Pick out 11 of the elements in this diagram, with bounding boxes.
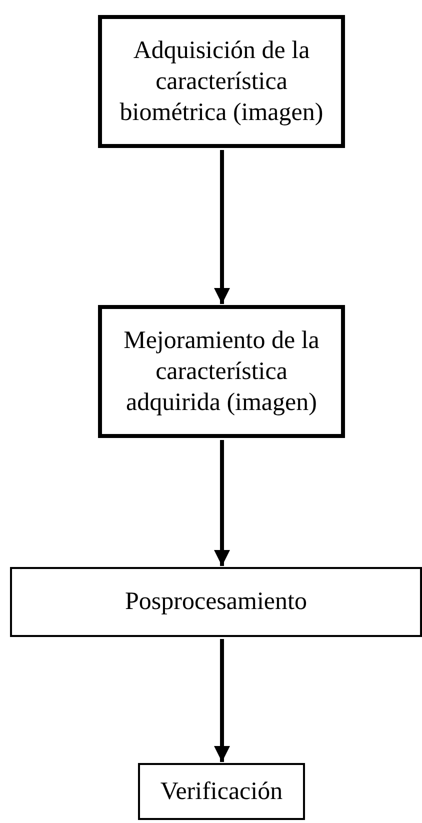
- arrow: [214, 440, 230, 566]
- process-box: [138, 763, 305, 820]
- box-label: Posprocesamiento: [125, 587, 307, 618]
- arrow: [214, 639, 230, 762]
- process-box: [98, 305, 345, 438]
- arrow: [214, 150, 230, 304]
- box-label: Adquisición de la característica biométrica (imagen): [118, 36, 324, 128]
- process-box: [98, 15, 345, 148]
- box-label: Mejoramiento de la característica adquirida (imagen): [122, 326, 320, 418]
- box-label: Verificación: [160, 776, 283, 807]
- process-box: [10, 567, 422, 637]
